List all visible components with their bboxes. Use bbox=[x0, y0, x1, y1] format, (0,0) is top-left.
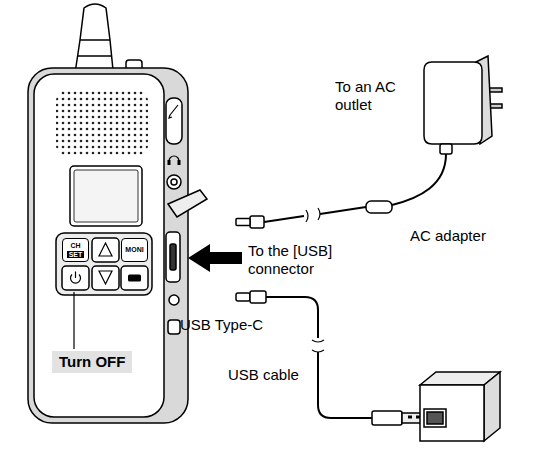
radio-body-part bbox=[70, 166, 142, 226]
radio-body-part bbox=[169, 295, 179, 305]
turn-off-tag: Turn OFF bbox=[52, 351, 132, 373]
ac-adapter-part bbox=[440, 144, 452, 154]
adapter-label: AC adapter bbox=[410, 227, 530, 245]
usb-cable-part bbox=[250, 291, 266, 303]
insert-arrow bbox=[188, 244, 242, 272]
usb-cable-part bbox=[266, 297, 318, 338]
ac-adapter-part bbox=[320, 207, 366, 214]
radio-body-part bbox=[34, 74, 164, 417]
radio-body-part bbox=[28, 68, 188, 423]
ac-adapter-part bbox=[236, 219, 250, 226]
usb-charger-part bbox=[424, 409, 446, 427]
radio-body-part bbox=[167, 175, 181, 189]
usb-charger-part bbox=[420, 385, 484, 441]
radio-body bbox=[28, 4, 207, 423]
usb-charger-part bbox=[484, 372, 500, 441]
node-text: MONI bbox=[125, 246, 143, 253]
radio-body-part bbox=[62, 266, 89, 290]
usb-cable bbox=[236, 291, 426, 425]
radio-body-part bbox=[71, 272, 81, 284]
radio-body-part bbox=[171, 179, 177, 185]
ac-adapter-part bbox=[392, 154, 446, 205]
cable-label: USB cable bbox=[228, 366, 314, 384]
radio-body-part bbox=[128, 275, 141, 282]
radio-body-part bbox=[169, 105, 178, 118]
outlet-label: To an AC outlet bbox=[335, 78, 417, 114]
cable-type-label: USB Type-C bbox=[180, 316, 295, 334]
ac-adapter-part bbox=[366, 201, 392, 213]
radio-body-part bbox=[56, 90, 148, 156]
usb-cable-part bbox=[408, 416, 412, 419]
ac-adapter-part bbox=[264, 216, 304, 222]
radio-body-part bbox=[178, 160, 181, 165]
usb-cable-part bbox=[236, 293, 250, 301]
radio-body-part bbox=[99, 271, 112, 284]
radio-body-part bbox=[74, 170, 138, 222]
ac-adapter bbox=[236, 56, 502, 228]
node-text: SET bbox=[67, 251, 85, 258]
ac-adapter-part bbox=[250, 216, 264, 228]
radio-body-part bbox=[56, 233, 152, 295]
radio-body-part bbox=[168, 190, 207, 217]
node-text: Turn OFF bbox=[59, 353, 125, 371]
ac-adapter-part bbox=[424, 62, 482, 144]
radio-body-part bbox=[170, 244, 176, 270]
radio-body-part bbox=[78, 40, 112, 56]
radio-body-part bbox=[168, 320, 180, 334]
radio-body-part bbox=[92, 238, 119, 262]
usb-cable-part bbox=[312, 340, 324, 352]
moni-button: MONI bbox=[121, 238, 148, 262]
radio-body-part bbox=[166, 232, 180, 282]
connector-label: To the [USB] connector bbox=[248, 242, 352, 278]
leader-line bbox=[73, 292, 74, 349]
usb-cable-part bbox=[318, 352, 372, 418]
ch-set-button: CH SET bbox=[62, 238, 89, 262]
usb-cable-part bbox=[372, 411, 402, 425]
usb-charger bbox=[420, 372, 500, 441]
radio-body-part bbox=[168, 160, 171, 165]
radio-body-part bbox=[166, 98, 182, 144]
ac-adapter-part bbox=[306, 208, 320, 222]
radio-body-part bbox=[121, 266, 148, 290]
node-text: CH bbox=[70, 242, 80, 249]
radio-body-part bbox=[92, 266, 119, 290]
radio-body-part bbox=[99, 243, 112, 256]
usb-charger-part bbox=[427, 412, 443, 424]
